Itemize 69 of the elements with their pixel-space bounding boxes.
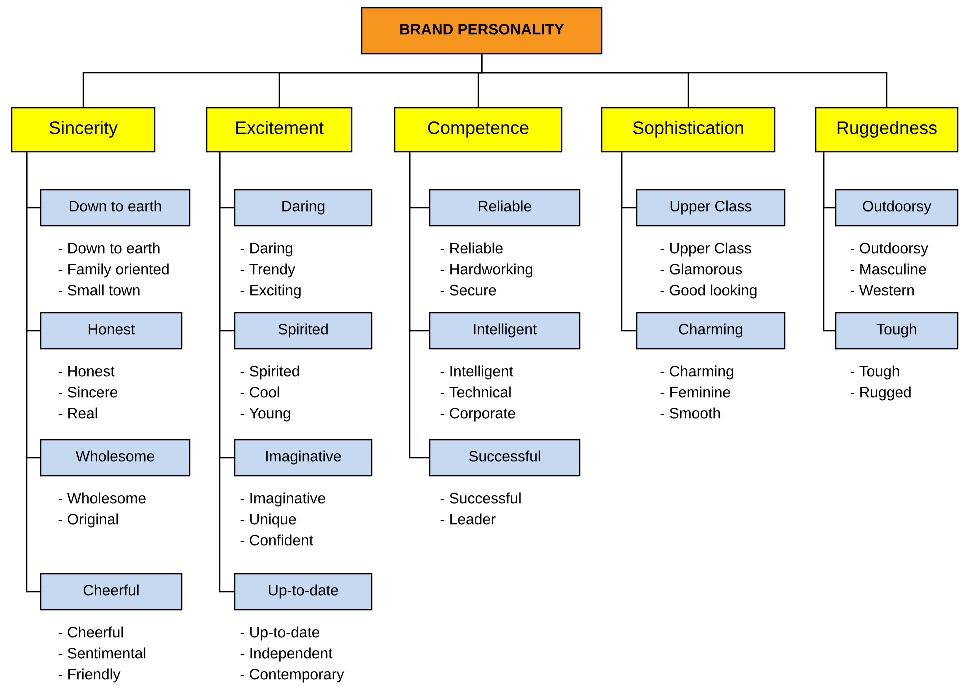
trait-item: - Wholesome: [58, 492, 146, 504]
trait-item: - Intelligent: [440, 366, 514, 380]
category-box: Ruggedness: [815, 107, 959, 153]
trait-item: - Sincere: [58, 386, 118, 398]
connector-line: [823, 152, 836, 332]
facet-box: Tough: [835, 312, 959, 350]
trait-item: - Upper Class: [660, 242, 752, 257]
category-box: Sophistication: [601, 107, 776, 153]
connector-line: [26, 152, 40, 593]
facet-box: Cheerful: [40, 573, 183, 611]
trait-item: - Small town: [58, 284, 140, 296]
facet-box: Honest: [40, 312, 183, 350]
trait-item: - Smooth: [660, 408, 720, 419]
facet-box: Daring: [234, 189, 373, 227]
trait-item: - Confident: [240, 534, 314, 546]
trait-item: - Feminine: [660, 386, 730, 398]
trait-item: - Contemporary: [240, 669, 344, 683]
trait-item: - Charming: [660, 366, 734, 380]
connector-line: [409, 152, 430, 459]
trait-item: - Imaginative: [240, 492, 326, 507]
facet-box: Wholesome: [40, 439, 191, 477]
trait-item: - Exciting: [240, 284, 301, 299]
trait-item: - Friendly: [58, 668, 121, 683]
facet-box: Outdoorsy: [835, 189, 959, 227]
trait-item: - Good looking: [660, 284, 757, 299]
trait-item: - Daring: [240, 242, 293, 257]
facet-box: Charming: [636, 312, 786, 350]
trait-item: - Hardworking: [440, 264, 533, 278]
trait-item: - Masculine: [850, 264, 926, 275]
facet-box: Down to earth: [40, 189, 191, 227]
trait-item: - Spirited: [240, 366, 300, 380]
trait-item: - Rugged: [850, 386, 911, 401]
facet-box: Imaginative: [234, 439, 373, 477]
trait-item: - Down to earth: [58, 242, 160, 254]
trait-item: - Independent: [240, 648, 333, 662]
trait-item: - Family oriented: [58, 264, 169, 278]
facet-box: Intelligent: [429, 312, 581, 350]
trait-item: - Secure: [440, 285, 496, 296]
trait-item: - Western: [850, 285, 914, 296]
trait-item: - Technical: [440, 386, 511, 398]
trait-item: - Trendy: [240, 264, 296, 278]
trait-item: - Unique: [240, 514, 296, 528]
connector-line: [621, 152, 636, 332]
trait-item: - Original: [58, 514, 118, 528]
trait-item: - Young: [240, 408, 290, 422]
facet-box: Spirited: [234, 312, 373, 350]
trait-item: - Tough: [850, 366, 900, 380]
trait-item: - Corporate: [440, 408, 516, 422]
facet-box: Reliable: [429, 189, 581, 227]
category-box: Excitement: [206, 107, 353, 153]
trait-item: - Sentimental: [58, 648, 146, 659]
trait-item: - Successful: [440, 492, 521, 504]
trait-item: - Real: [58, 408, 98, 419]
facet-box: Up-to-date: [234, 573, 373, 611]
facet-box: Upper Class: [636, 189, 786, 227]
trait-item: - Outdoorsy: [850, 242, 929, 257]
trait-item: - Up-to-date: [240, 626, 320, 641]
connector-line: [219, 152, 234, 593]
trait-item: - Reliable: [440, 242, 503, 254]
trait-item: - Leader: [440, 514, 496, 525]
connector-line: [481, 54, 888, 108]
trait-item: - Cheerful: [58, 626, 124, 638]
trait-item: - Honest: [58, 366, 115, 377]
category-box: Competence: [394, 107, 563, 153]
category-box: Sincerity: [11, 107, 156, 153]
trait-item: - Glamorous: [660, 264, 742, 275]
trait-item: - Cool: [240, 386, 280, 398]
facet-box: Successful: [429, 439, 581, 477]
root-box: BRAND PERSONALITY: [361, 7, 603, 55]
